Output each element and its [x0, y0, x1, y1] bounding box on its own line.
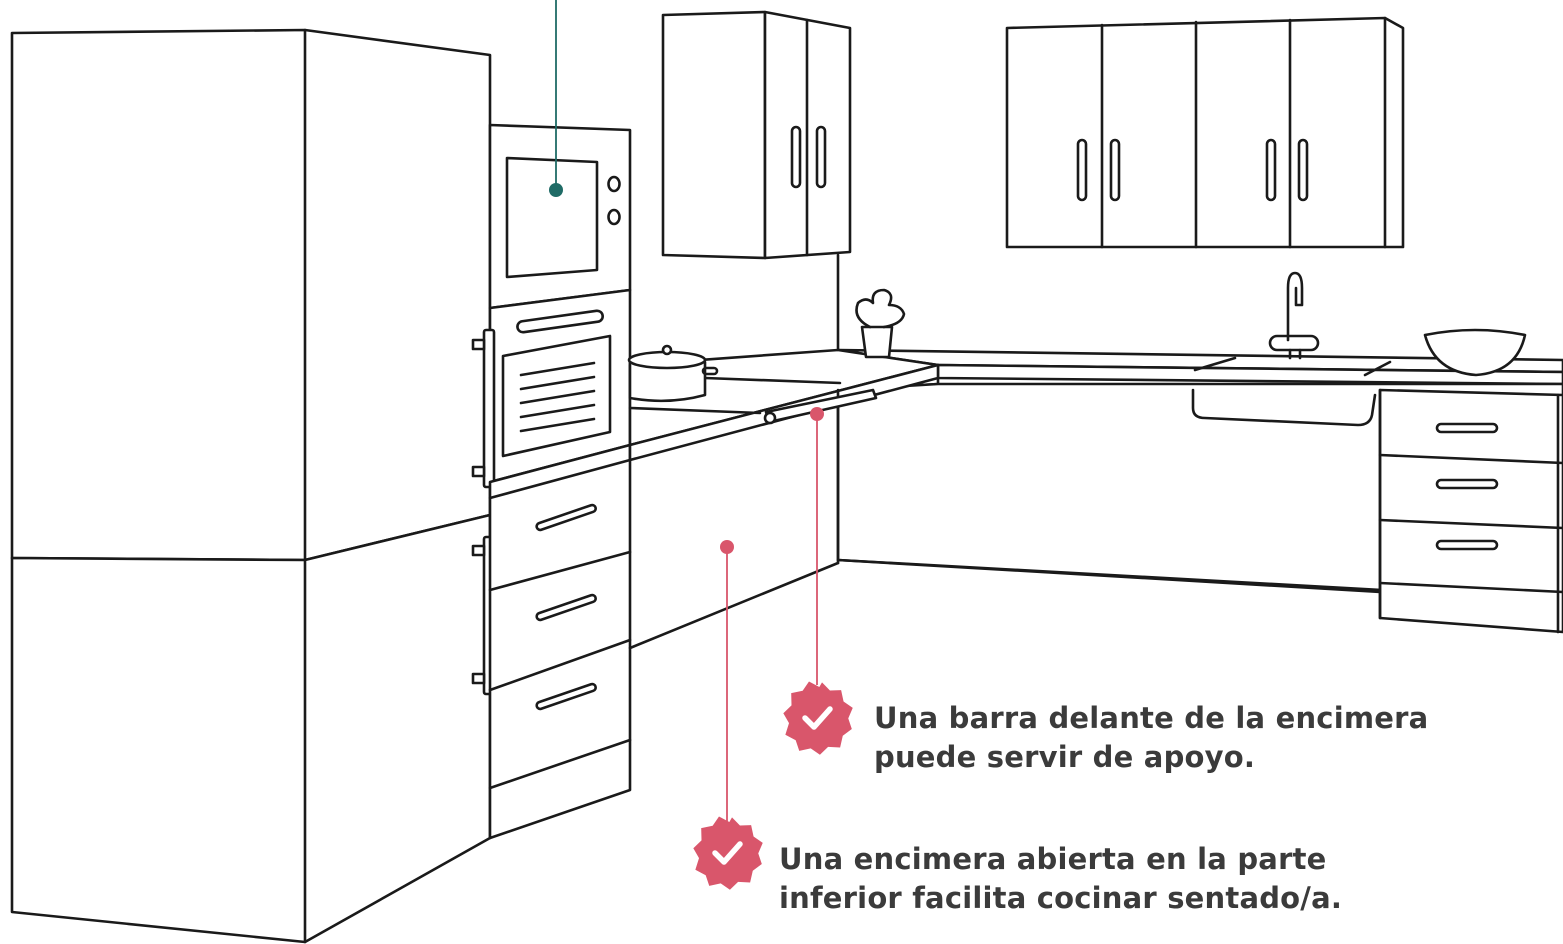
fridge: [10, 28, 492, 944]
microwave: [488, 123, 632, 310]
check-badge-icon: [783, 681, 853, 755]
check-badge-icon: [693, 816, 763, 890]
callout-bar-line2: puede servir de apoyo.: [874, 740, 1256, 775]
counter-marker: [720, 540, 734, 554]
upper-cabinet-right: [1005, 16, 1405, 249]
bowl: [1423, 328, 1527, 377]
upper-cabinet-left: [661, 10, 852, 260]
callout-open-counter: Una encimera abierta en la parte inferio…: [779, 840, 1342, 919]
drawer-stack: [488, 443, 632, 840]
drawer-unit-right: [1378, 388, 1563, 634]
callout-open-line1: Una encimera abierta en la parte: [779, 842, 1327, 876]
pot: [627, 344, 719, 403]
annotation-lines: [555, 0, 818, 826]
callout-bar-support: Una barra delante de la encimera puede s…: [874, 699, 1428, 778]
callout-open-line2: inferior facilita cocinar sentado/a.: [779, 881, 1343, 916]
faucet: [1268, 271, 1320, 360]
microwave-marker: [549, 183, 563, 197]
plant: [855, 288, 906, 359]
callout-bar-line1: Una barra delante de la encimera: [874, 701, 1429, 735]
oven: [488, 288, 632, 484]
bar-marker: [810, 407, 824, 421]
